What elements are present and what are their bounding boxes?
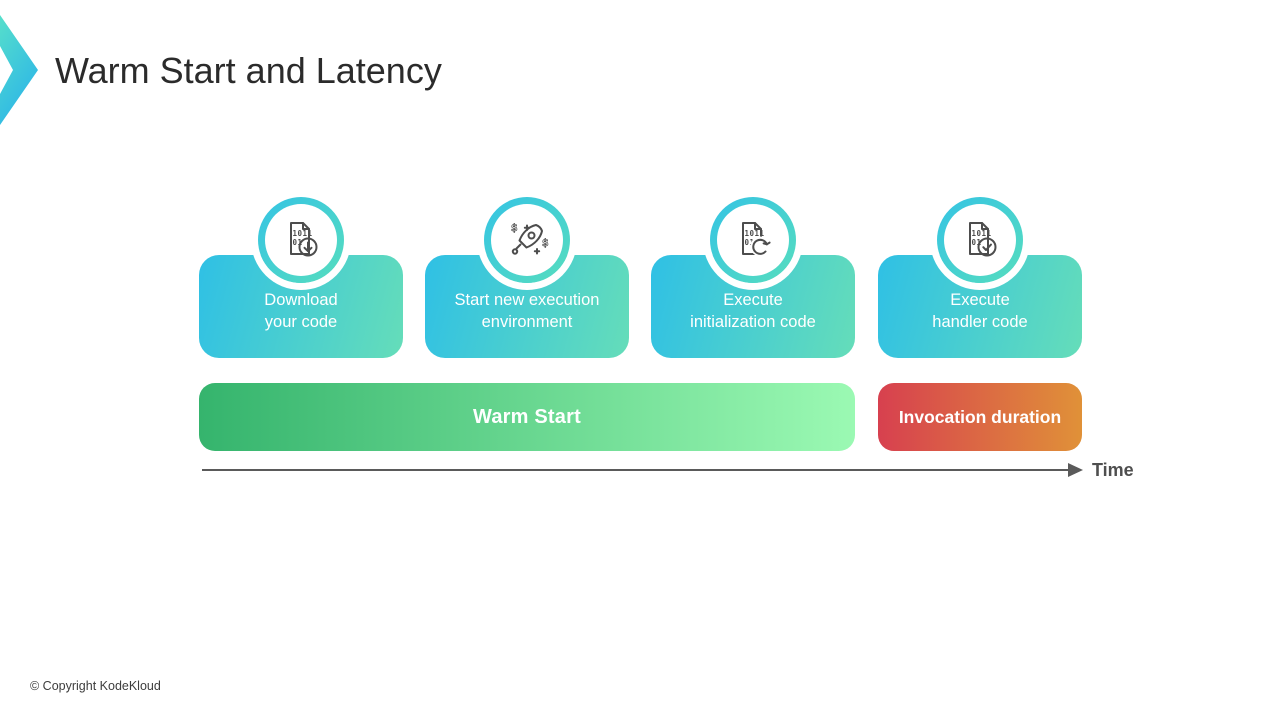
step-badge: 1011 01 [258,197,344,283]
code-check-icon: 1011 01 [969,222,997,257]
svg-text:1011: 1011 [972,229,992,238]
step-label-line1: Execute [950,291,1010,309]
step-label-line2: environment [481,313,573,331]
step-badge: 1011 01 [937,197,1023,283]
svg-text:1011: 1011 [293,229,313,238]
step-label: Execute initialization code [651,289,855,333]
step-badge: $ $ [484,197,570,283]
step-card-init-code: 1011 01 Execute initialization code [651,197,855,358]
time-axis-arrowhead-icon [1068,463,1083,477]
rocket-dollar-icon: $ $ [511,223,549,255]
step-label: Start new execution environment [425,289,629,333]
step-badge-inner: $ $ [491,204,563,276]
kodekloud-chevron-logo [0,15,38,125]
svg-text:$: $ [542,238,549,249]
invocation-duration-bar: Invocation duration [878,383,1082,451]
step-label: Execute handler code [878,289,1082,333]
step-label-line1: Execute [723,291,783,309]
step-card-start-environment: $ $ Start new execution environment [425,197,629,358]
step-card-handler-code: 1011 01 Execute handler code [878,197,1082,358]
step-badge-inner: 1011 01 [265,204,337,276]
page-title: Warm Start and Latency [55,50,442,91]
svg-text:01: 01 [745,238,755,247]
svg-text:01: 01 [972,238,982,247]
invocation-duration-label: Invocation duration [898,406,1062,427]
time-axis-label: Time [1092,460,1134,480]
warm-start-bar: Warm Start [199,383,855,451]
code-refresh-icon: 1011 01 [742,222,771,257]
svg-text:$: $ [511,223,518,234]
step-label: Download your code [199,289,403,333]
step-label-line2: your code [264,313,338,331]
warm-start-label: Warm Start [473,405,581,428]
step-badge: 1011 01 [710,197,796,283]
svg-text:1011: 1011 [745,229,765,238]
step-label-line1: Start new execution [454,291,600,309]
time-axis-line [202,469,1068,471]
step-label-line2: handler code [932,313,1028,331]
step-badge-inner: 1011 01 [944,204,1016,276]
code-download-icon: 1011 01 [290,222,318,257]
svg-text:01: 01 [293,238,303,247]
step-label-line1: Download [264,291,338,309]
copyright-footer: © Copyright KodeKloud [30,679,161,693]
step-label-line2: initialization code [690,313,816,331]
step-card-download-code: 1011 01 Download your code [199,197,403,358]
step-badge-inner: 1011 01 [717,204,789,276]
